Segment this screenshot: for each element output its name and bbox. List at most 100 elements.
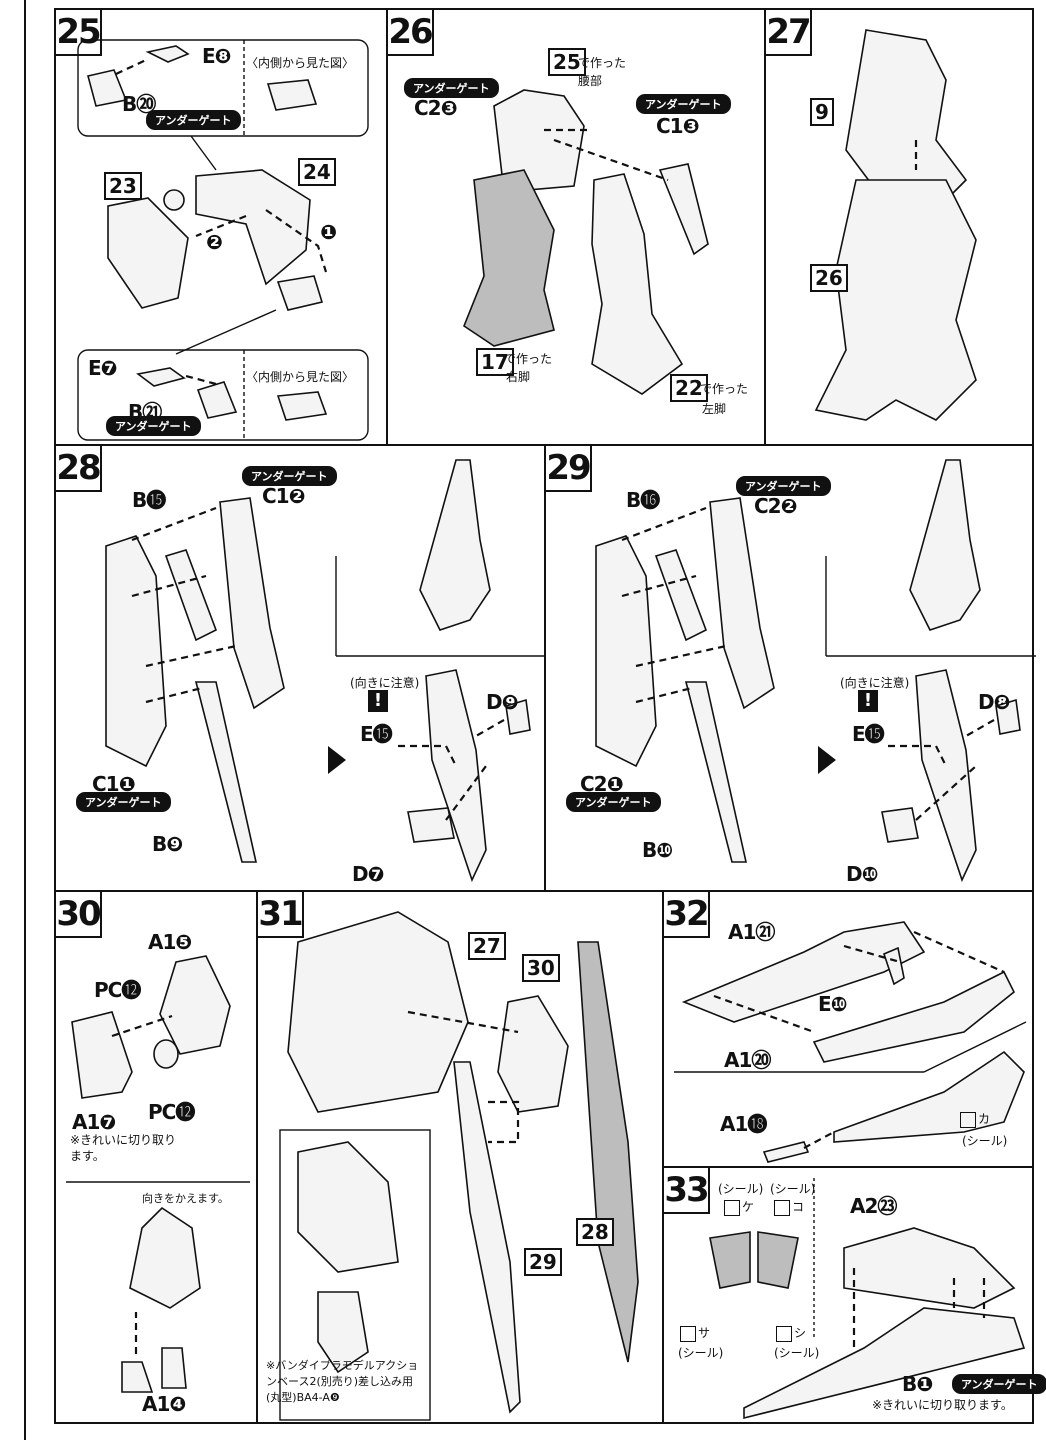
step-29-drawing [595, 459, 1036, 883]
sticker-ko: コ [774, 1198, 804, 1216]
caution-label: (向きに注意) [840, 676, 910, 690]
under-gate-badge: アンダーゲート [404, 78, 499, 98]
part-label-e8: E❽ [202, 44, 232, 68]
part-label-d7: D❼ [352, 862, 385, 886]
step-27-drawing [814, 29, 977, 421]
under-gate-badge-2: アンダーゲート [76, 792, 171, 812]
step-number: 31 [258, 892, 304, 938]
caution-label: (向きに注意) [350, 676, 420, 690]
seal-label-4: (シール) [774, 1346, 820, 1360]
step-31-drawing [279, 911, 639, 1421]
sticker-icon [680, 1325, 696, 1342]
seal-label-1: (シール) [718, 1182, 764, 1196]
caution-icon: ! [368, 690, 388, 712]
ref-box-22: 22 [670, 374, 708, 402]
made-with-label-17: で作った [504, 352, 553, 366]
ref-box-26: 26 [810, 264, 848, 292]
part-label-e15: E⓯ [852, 722, 885, 746]
inside-view-label-2: 〈内側から見た図〉 [246, 370, 355, 384]
seal-label-3: (シール) [678, 1346, 724, 1360]
seal-label: (シール) [962, 1134, 1008, 1148]
next-arrow [818, 746, 836, 774]
ref-box-9: 9 [810, 98, 834, 126]
step-33-drawing [709, 1178, 1026, 1420]
sticker-icon [774, 1199, 790, 1216]
ref-box-30: 30 [522, 954, 560, 982]
arrow-step-1: ❶ [320, 220, 337, 244]
part-label-a1-4: A1❹ [142, 1392, 186, 1416]
ref-box-17: 17 [476, 348, 514, 376]
part-label-e10: E❿ [818, 992, 848, 1016]
next-arrow [328, 746, 346, 774]
step-33-panel: 33 (シール) (シール) ケ コ サ (シール) シ (シール) A2㉓ B… [662, 1166, 1046, 1424]
inside-view-label: 〈内側から見た図〉 [246, 56, 355, 70]
step-number: 27 [766, 10, 812, 56]
caution-icon: ! [858, 690, 878, 712]
under-gate-badge-2: アンダーゲート [566, 792, 661, 812]
sticker-icon [724, 1199, 740, 1216]
under-gate-badge-2: アンダーゲート [636, 94, 731, 114]
arrow-step-2: ❷ [206, 230, 223, 254]
step-26-drawing [463, 89, 709, 395]
sticker-letter: ケ [742, 1200, 755, 1214]
part-label-b15: B⓯ [132, 488, 166, 512]
sticker-ke: ケ [724, 1198, 754, 1216]
step-number: 26 [388, 10, 434, 56]
part-label-a1-21: A1㉑ [728, 920, 775, 944]
sticker-sa: サ [680, 1324, 710, 1342]
part-label-d8: D❽ [978, 690, 1011, 714]
step-25-panel: 25 E❽ 〈内側から見た図〉 B⑳ アンダーゲート 23 24 ❶ ❷ E❼ … [54, 8, 388, 446]
action-base-note: ※バンダイプラモデルアクションベース2(別売り)差し込み用(丸型)BA4-A❾ [266, 1359, 419, 1404]
step-32-panel: 32 A1㉑ E❿ A1⑳ A1⓲ カ (シール) [662, 890, 1034, 1168]
step-28-drawing [105, 459, 548, 883]
made-with-label-22: で作った [700, 382, 749, 396]
step-number: 29 [546, 446, 592, 492]
step-32-drawing [674, 921, 1027, 1163]
part-label-a1-18: A1⓲ [720, 1112, 767, 1136]
part-label-a2-23: A2㉓ [850, 1194, 897, 1218]
sticker-letter: コ [792, 1200, 805, 1214]
step-number: 32 [664, 892, 710, 938]
ref-box-29: 29 [524, 1248, 562, 1276]
part-label-c1-3: C1❸ [656, 114, 700, 138]
sticker-icon [776, 1325, 792, 1342]
step-29-panel: 29 B⓰ アンダーゲート C2❷ C2❶ アンダーゲート B❿ (向きに注意)… [544, 444, 1036, 892]
left-leg-label: 左脚 [702, 402, 727, 416]
step-30-panel: 30 A1❺ PC⓬ PC⓬ A1❼ ※きれいに切り取ります。 向きをかえます。… [54, 890, 258, 1424]
part-label-d10: D❿ [846, 862, 879, 886]
sticker-shi: シ [776, 1324, 806, 1342]
waist-label: 腰部 [578, 74, 603, 88]
step-30-drawing [66, 955, 250, 1393]
part-label-b9: B❾ [152, 832, 183, 856]
part-label-b1: B❶ [902, 1372, 933, 1396]
made-with-label-25: で作った [578, 56, 627, 70]
step-number: 30 [56, 892, 102, 938]
part-label-e15: E⓯ [360, 722, 393, 746]
part-label-d9: D❾ [486, 690, 519, 714]
cut-clean-note: ※きれいに切り取ります。 [70, 1133, 177, 1163]
right-leg-label: 右脚 [506, 370, 531, 384]
part-label-c2-2: C2❷ [754, 494, 798, 518]
part-label-b10: B❿ [642, 838, 673, 862]
part-label-b16: B⓰ [626, 488, 660, 512]
under-gate-badge: アンダーゲート [736, 476, 831, 496]
part-label-a1-20: A1⑳ [724, 1048, 771, 1072]
ref-box-27: 27 [468, 932, 506, 960]
step-27-panel: 27 9 26 [764, 8, 1034, 446]
ref-box-23: 23 [104, 172, 142, 200]
step-number: 25 [56, 10, 102, 56]
step-28-panel: 28 B⓯ アンダーゲート C1❷ C1❶ アンダーゲート B❾ (向きに注意)… [54, 444, 548, 892]
ref-box-25: 25 [548, 48, 586, 76]
step-25-drawing [77, 39, 369, 441]
part-label-c1-2: C1❷ [262, 484, 306, 508]
part-label-c2-3: C2❸ [414, 96, 458, 120]
turn-direction-note: 向きをかえます。 [142, 1192, 229, 1205]
under-gate-badge: アンダーゲート [242, 466, 337, 486]
under-gate-badge-2: アンダーゲート [106, 416, 201, 436]
cut-clean-note: ※きれいに切り取ります。 [872, 1398, 1013, 1412]
ref-box-28: 28 [576, 1218, 614, 1246]
under-gate-badge: アンダーゲート [146, 110, 241, 130]
seal-label-2: (シール) [770, 1182, 816, 1196]
step-26-panel: 26 アンダーゲート C2❸ 25 で作った 腰部 アンダーゲート C1❸ 17… [386, 8, 766, 446]
part-label-pc12-a: PC⓬ [94, 978, 141, 1002]
